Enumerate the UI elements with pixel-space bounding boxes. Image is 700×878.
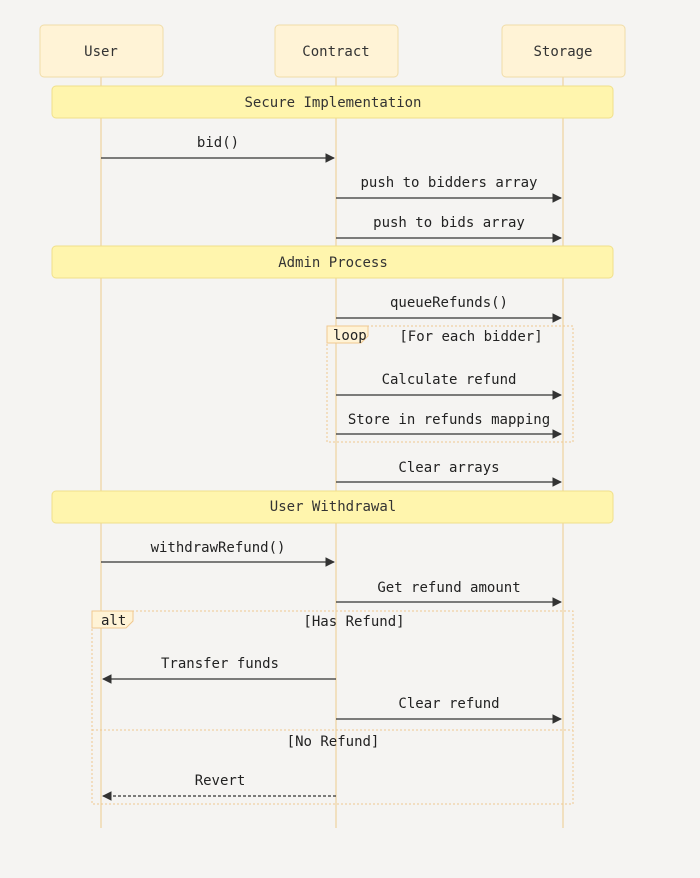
message-clear-refund-label: Clear refund (398, 696, 499, 712)
message-queue-refunds: queueRefunds() (336, 295, 562, 323)
message-clear-arrays: Clear arrays (336, 460, 562, 487)
actor-user-label: User (84, 44, 118, 60)
actor-user: User (39, 24, 164, 78)
loop-frame-tab (326, 325, 369, 344)
message-transfer-funds-label: Transfer funds (161, 656, 279, 672)
actor-contract-label: Contract (302, 44, 369, 60)
loop-frame: loop [For each bidder] (326, 325, 574, 443)
message-store-refunds-label: Store in refunds mapping (348, 412, 550, 428)
alt-frame-label: alt (101, 613, 126, 629)
message-revert: Revert (102, 773, 336, 801)
message-transfer-funds: Transfer funds (102, 656, 336, 684)
message-store-refunds: Store in refunds mapping (336, 412, 562, 439)
note-admin-process-label: Admin Process (278, 255, 388, 271)
message-bid: bid() (101, 135, 335, 163)
note-secure-implementation: Secure Implementation (51, 85, 614, 119)
alt-frame-condition: [Has Refund] (303, 614, 404, 630)
message-push-bidders: push to bidders array (336, 175, 562, 203)
message-bid-label: bid() (197, 135, 239, 151)
alt-frame: alt [Has Refund] [No Refund] (91, 610, 574, 805)
note-user-withdrawal-label: User Withdrawal (270, 499, 396, 515)
message-withdraw-refund-label: withdrawRefund() (151, 540, 286, 556)
note-user-withdrawal: User Withdrawal (51, 490, 614, 524)
note-secure-implementation-label: Secure Implementation (244, 95, 421, 111)
message-push-bids: push to bids array (336, 215, 562, 243)
message-calculate-refund-label: Calculate refund (382, 372, 517, 388)
message-get-refund-amount-label: Get refund amount (377, 580, 520, 596)
message-push-bidders-label: push to bidders array (360, 175, 537, 191)
actor-contract: Contract (274, 24, 399, 78)
message-withdraw-refund: withdrawRefund() (101, 540, 335, 567)
message-clear-refund: Clear refund (336, 696, 562, 724)
loop-frame-label: loop (333, 328, 367, 344)
message-push-bids-label: push to bids array (373, 215, 525, 231)
actor-storage: Storage (501, 24, 626, 78)
loop-frame-condition: [For each bidder] (399, 329, 542, 345)
alt-frame-else-condition: [No Refund] (287, 734, 380, 750)
message-get-refund-amount: Get refund amount (336, 580, 562, 607)
message-revert-label: Revert (195, 773, 246, 789)
message-queue-refunds-label: queueRefunds() (390, 295, 508, 311)
actor-storage-label: Storage (533, 44, 592, 60)
message-calculate-refund: Calculate refund (336, 372, 562, 400)
message-clear-arrays-label: Clear arrays (398, 460, 499, 476)
note-admin-process: Admin Process (51, 245, 614, 279)
alt-frame-tab (91, 610, 134, 629)
